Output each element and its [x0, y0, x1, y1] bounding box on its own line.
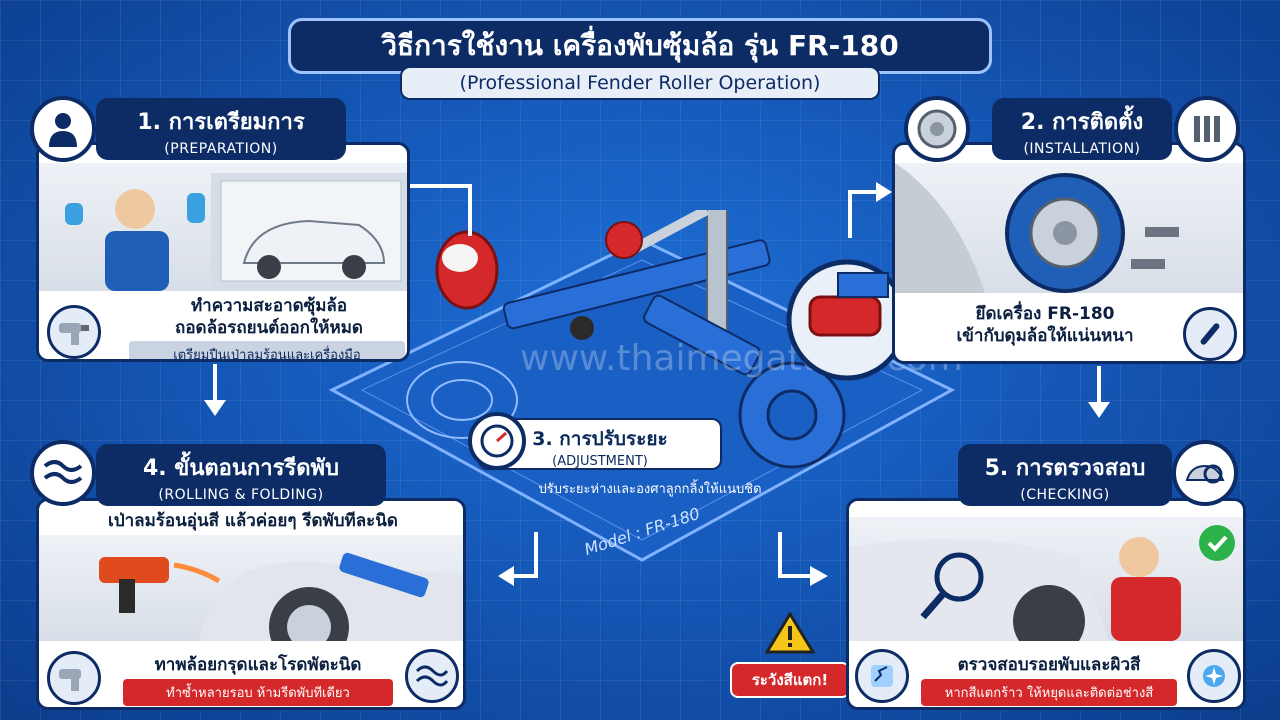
heat-gun-icon	[47, 305, 101, 359]
warning-block: ระวังสีแตก!	[730, 611, 850, 698]
title-text: วิธีการใช้งาน เครื่องพับซุ้มล้อ รุ่น FR-…	[381, 29, 899, 62]
page-subtitle: (Professional Fender Roller Operation)	[400, 66, 880, 100]
step2-subtitle: (INSTALLATION)	[1023, 141, 1141, 157]
step4-header: 4. ขั้นตอนการรีดพับ (ROLLING & FOLDING)	[96, 444, 386, 506]
step2-panel: ยึดเครื่อง FR-180 เข้ากับดุมล้อให้แน่นหน…	[892, 142, 1246, 364]
paint-crack-icon	[855, 649, 909, 703]
step4-bar-text: ทำซ้ำหลายรอบ ห้ามรีดพับทีเดียว	[123, 679, 393, 706]
step5-bar-text: หากสีแตกร้าว ให้หยุดและติดต่อช่างสี	[921, 679, 1177, 706]
gauge-icon	[468, 412, 526, 470]
step5-header: 5. การตรวจสอบ (CHECKING)	[958, 444, 1172, 506]
rolling-waves-icon	[405, 649, 459, 703]
step1-title: 1. การเตรียมการ	[137, 110, 305, 135]
warning-label: ระวังสีแตก!	[730, 662, 850, 698]
car-inspect-icon	[1172, 440, 1238, 506]
step4-top-text: เป่าลมร้อนอุ่นสี แล้วค่อยๆ รีดพับทีละนิด	[108, 511, 398, 531]
step3-description: ปรับระยะห่างและองศาลูกกลิ้งให้แนบชิด	[538, 482, 762, 497]
wrench-icon	[1183, 307, 1237, 361]
waves-icon	[30, 440, 96, 506]
arrow-down-left	[204, 364, 226, 416]
step2-header: 2. การติดตั้ง (INSTALLATION)	[992, 98, 1172, 160]
step4-title: 4. ขั้นตอนการรีดพับ	[142, 456, 339, 481]
step1-header: 1. การเตรียมการ (PREPARATION)	[96, 98, 346, 160]
step1-scene	[39, 163, 407, 291]
step5-main-text: ตรวจสอบรอยพับและผิวสี	[957, 655, 1141, 675]
step5-subtitle: (CHECKING)	[1020, 487, 1110, 503]
shine-icon	[1187, 649, 1241, 703]
step4-subtitle: (ROLLING & FOLDING)	[158, 487, 324, 503]
arrow-to-step4	[498, 532, 538, 586]
worker-icon	[30, 96, 96, 162]
arrow-tool-to-step2	[848, 182, 892, 238]
step1-subtitle: (PREPARATION)	[164, 141, 278, 157]
arrow-step1-to-tool	[410, 184, 472, 236]
step2-scene	[895, 163, 1243, 293]
step3-title: 3. การปรับระยะ	[532, 428, 668, 450]
step4-scene	[39, 535, 463, 667]
wheel-hub-icon	[904, 96, 970, 162]
step2-title: 2. การติดตั้ง	[1020, 110, 1144, 135]
step5-title: 5. การตรวจสอบ	[984, 456, 1146, 481]
step3-subtitle: (ADJUSTMENT)	[552, 454, 648, 469]
page-title: วิธีการใช้งาน เครื่องพับซุ้มล้อ รุ่น FR-…	[288, 18, 992, 74]
step1-bar-text: เตรียมปืนเป่าลมร้อนและเครื่องมือ	[129, 341, 405, 359]
step4-main-text: ทาพล้อยกรุดและโรดพัตะนิด	[154, 655, 362, 675]
bolts-icon	[1174, 96, 1240, 162]
step4-panel: เป่าลมร้อนอุ่นสี แล้วค่อยๆ รีดพับทีละนิด…	[36, 498, 466, 710]
step1-panel: ทำความสะอาดซุ้มล้อ ถอดล้อรถยนต์ออกให้หมด…	[36, 142, 410, 362]
warning-triangle-icon	[764, 611, 816, 654]
step5-scene	[849, 517, 1243, 657]
step2-main-text: ยึดเครื่อง FR-180 เข้ากับดุมล้อให้แน่นหน…	[956, 304, 1134, 346]
step1-main-text: ทำความสะอาดซุ้มล้อ ถอดล้อรถยนต์ออกให้หมด	[175, 296, 363, 338]
heat-gun-small-icon	[47, 651, 101, 705]
arrow-to-step5	[778, 532, 828, 586]
step5-panel: ตรวจสอบรอยพับและผิวสี หากสีแตกร้าว ให้หย…	[846, 498, 1246, 710]
arrow-down-right	[1088, 366, 1110, 418]
